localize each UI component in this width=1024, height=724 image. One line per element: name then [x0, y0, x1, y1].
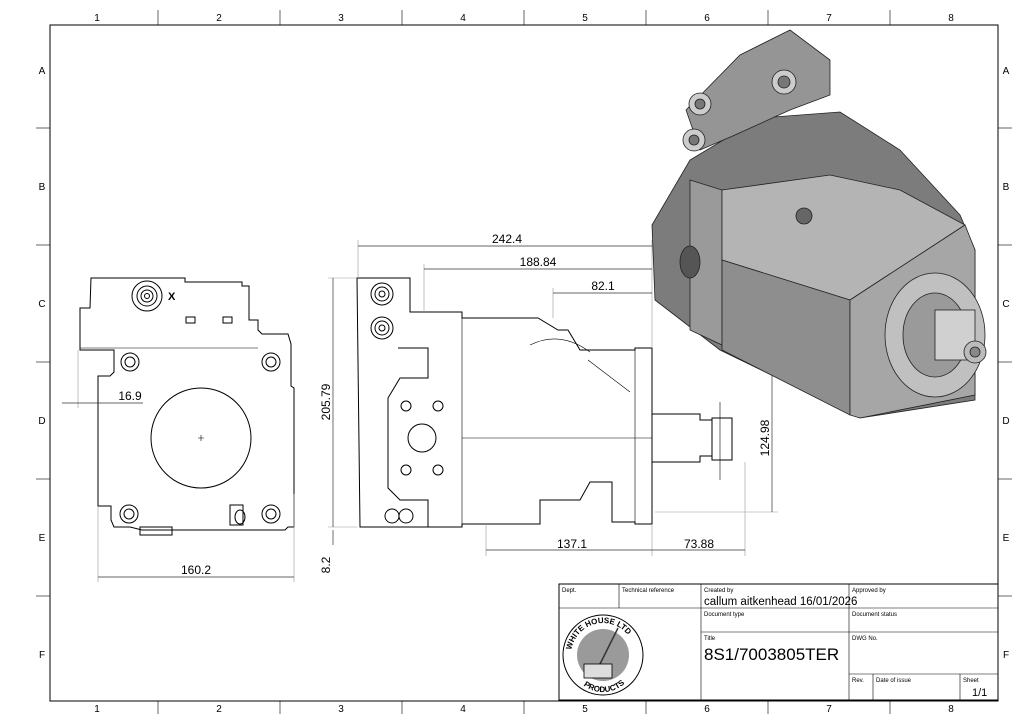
approved-by-label: Approved by — [852, 588, 886, 594]
dim-160-2: 160.2 — [181, 563, 211, 577]
bolt-holes — [119, 352, 281, 524]
col-label: 1 — [94, 13, 100, 24]
pump-3d-render — [651, 29, 987, 419]
dim-137-1: 137.1 — [557, 537, 587, 551]
col-label: 2 — [216, 704, 222, 715]
col-label: 7 — [826, 704, 832, 715]
dept-label: Dept. — [562, 588, 577, 594]
row-label: D — [1002, 416, 1009, 427]
dim-205-79: 205.79 — [319, 383, 333, 420]
col-label: 7 — [826, 13, 832, 24]
sheet-value: 1/1 — [972, 687, 987, 699]
row-label: C — [38, 299, 45, 310]
row-label: B — [1003, 182, 1010, 193]
title-block: Dept. Technical reference Created by cal… — [558, 583, 999, 701]
dim-124-98: 124.98 — [758, 419, 772, 456]
col-label: 4 — [460, 13, 466, 24]
col-label: 2 — [216, 13, 222, 24]
col-label: 5 — [582, 704, 588, 715]
tech-ref-label: Technical reference — [622, 588, 675, 594]
row-label: F — [39, 650, 45, 661]
col-label: 3 — [338, 704, 344, 715]
col-label: 3 — [338, 13, 344, 24]
dim-188-84: 188.84 — [520, 255, 557, 269]
zone-ticks — [36, 10, 1012, 714]
col-label: 8 — [948, 704, 954, 715]
column-labels-bottom: 1 2 3 4 5 6 7 8 — [94, 704, 954, 715]
col-label: 4 — [460, 704, 466, 715]
dim-8-2: 8.2 — [319, 556, 333, 573]
dim-73-88: 73.88 — [684, 537, 714, 551]
created-by-label: Created by — [704, 588, 733, 594]
col-label: 8 — [948, 13, 954, 24]
dim-242-4: 242.4 — [492, 232, 522, 246]
doc-type-label: Document type — [704, 612, 745, 618]
created-by-value: callum aitkenhead 16/01/2026 — [704, 596, 857, 608]
row-label: A — [1003, 66, 1010, 77]
front-view: X — [79, 277, 295, 536]
company-logo: WHITE HOUSE LTD PRODUCTS — [562, 614, 644, 696]
dwg-no-label: DWG No. — [852, 636, 878, 642]
row-labels-right: A B C D E F — [1002, 66, 1009, 661]
row-label: B — [39, 182, 46, 193]
sheet-label: Sheet — [963, 678, 979, 684]
column-labels-top: 1 2 3 4 5 6 7 8 — [94, 13, 954, 24]
rev-label: Rev. — [852, 678, 864, 684]
title-value: 8S1/7003805TER — [704, 645, 839, 664]
col-label: 6 — [704, 704, 710, 715]
row-labels-left: A B C D E F — [38, 66, 45, 661]
dim-16-9: 16.9 — [118, 389, 142, 403]
row-label: E — [1003, 533, 1010, 544]
port-x-label: X — [168, 291, 176, 303]
col-label: 1 — [94, 704, 100, 715]
col-label: 5 — [582, 13, 588, 24]
row-label: E — [39, 533, 46, 544]
dim-82-1: 82.1 — [591, 279, 615, 293]
row-label: A — [39, 66, 46, 77]
date-of-issue-label: Date of issue — [876, 678, 912, 684]
row-label: D — [38, 416, 45, 427]
row-label: F — [1003, 650, 1009, 661]
row-label: C — [1002, 299, 1009, 310]
title-label: Title — [704, 636, 716, 642]
doc-status-label: Document status — [852, 612, 897, 618]
col-label: 6 — [704, 13, 710, 24]
